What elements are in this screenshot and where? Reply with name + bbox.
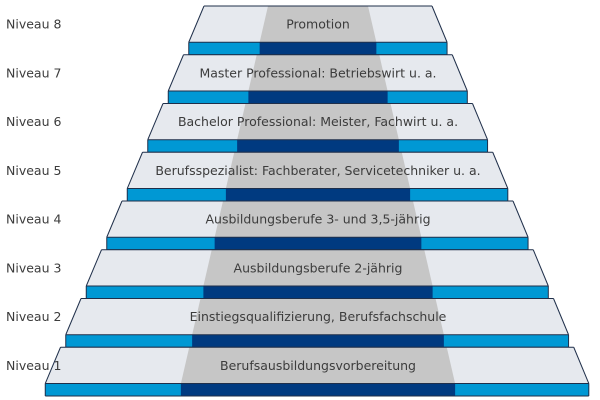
step-label-niveau-3: Ausbildungsberufe 2-jährig (234, 260, 403, 275)
step-left-edge-4 (106, 200, 123, 238)
level-label-niveau-1: Niveau 1 (6, 358, 61, 373)
level-label-niveau-5: Niveau 5 (6, 163, 61, 178)
step-runner-riser-4 (214, 237, 422, 250)
step-runner-tread-8 (259, 6, 377, 43)
step-runner-riser-7 (248, 91, 388, 104)
step-runner-tread-7 (248, 54, 388, 91)
step-label-niveau-5: Berufsspezialist: Fachberater, Servicete… (155, 163, 480, 178)
level-label-niveau-6: Niveau 6 (6, 114, 61, 129)
step-right-edge-4 (512, 200, 529, 238)
level-label-niveau-4: Niveau 4 (6, 212, 61, 227)
step-left-edge-7 (167, 54, 184, 92)
step-left-edge-3 (85, 249, 102, 287)
step-runner-riser-2 (192, 334, 444, 348)
step-runner-tread-2 (192, 298, 444, 335)
step-label-niveau-1: Berufsausbildungsvorbereitung (220, 358, 416, 373)
step-right-edge-3 (532, 249, 549, 287)
step-label-niveau-8: Promotion (286, 17, 350, 32)
step-runner-tread-5 (225, 152, 411, 189)
step-right-edge-6 (472, 103, 489, 140)
level-label-niveau-7: Niveau 7 (6, 65, 61, 80)
level-label-niveau-3: Niveau 3 (6, 260, 61, 275)
step-left-edge-2 (65, 298, 82, 335)
step-right-edge-1 (573, 347, 590, 384)
step-right-edge-2 (553, 298, 570, 335)
step-runner-riser-6 (237, 139, 399, 153)
step-left-edge-5 (126, 152, 143, 189)
step-left-edge-1 (44, 347, 61, 384)
level-label-niveau-2: Niveau 2 (6, 309, 61, 324)
level-labels: Niveau 8 Niveau 7 Niveau 6 Niveau 5 Niveau 4… (6, 17, 61, 373)
step-right-edge-8 (431, 5, 448, 43)
step-label-niveau-6: Bachelor Professional: Meister, Fachwirt… (178, 114, 458, 129)
step-runner-tread-1 (180, 347, 456, 384)
step-runner-riser-5 (225, 188, 411, 201)
step-runner-riser-8 (259, 42, 377, 55)
step-left-edge-8 (188, 5, 205, 43)
step-runner-riser-1 (180, 383, 456, 396)
step-left-edge-6 (147, 103, 164, 140)
step-runner-tread-6 (237, 103, 399, 140)
level-label-niveau-8: Niveau 8 (6, 17, 61, 32)
step-right-edge-7 (451, 54, 468, 92)
step-runner-tread-3 (203, 249, 433, 286)
step-label-niveau-2: Einstiegsqualifizierung, Berufsfachschul… (190, 309, 447, 324)
step-label-niveau-7: Master Professional: Betriebswirt u. a. (199, 65, 436, 80)
step-label-niveau-4: Ausbildungsberufe 3- und 3,5-jährig (205, 212, 430, 227)
step-right-edge-5 (492, 152, 509, 189)
step-runner-tread-4 (214, 201, 422, 238)
step-runner-riser-3 (203, 286, 433, 299)
